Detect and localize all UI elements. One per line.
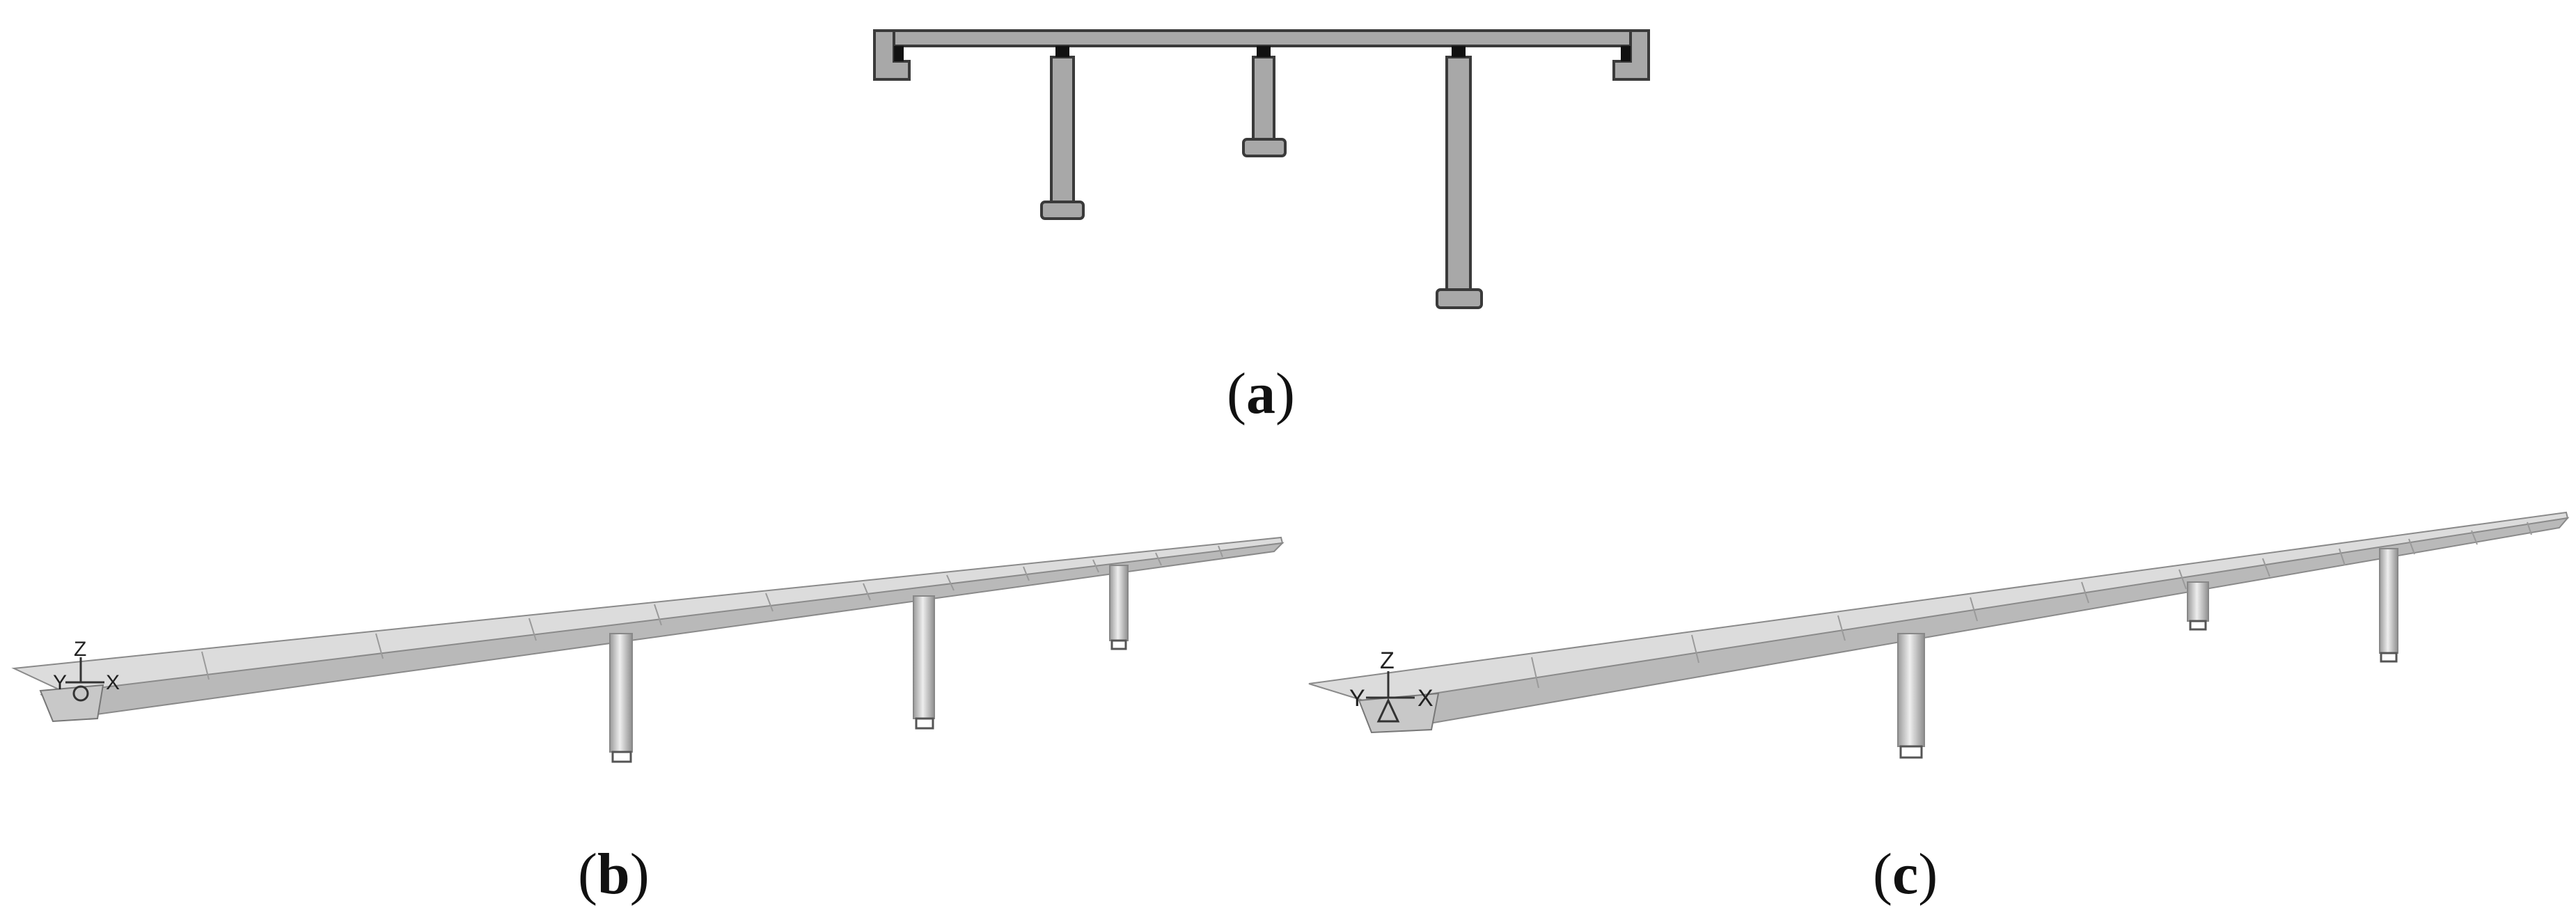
deck-top-surface bbox=[1308, 511, 2569, 709]
bearing-pier-1 bbox=[1055, 46, 1069, 57]
pier-1-column bbox=[1897, 633, 1925, 747]
caption-b: (b) bbox=[578, 842, 650, 907]
axis-z-label: Z bbox=[74, 638, 86, 661]
pier-1-column bbox=[1050, 56, 1075, 205]
pier-1-footing bbox=[1899, 745, 1923, 759]
pier-3-column bbox=[2379, 548, 2398, 654]
pier-3-footing bbox=[2380, 652, 2398, 663]
axis-z-label: Z bbox=[1380, 648, 1395, 674]
panel-c-3d-model: Z Y X bbox=[1308, 511, 2570, 759]
bearing-left bbox=[894, 46, 904, 61]
cross-section-drawing bbox=[873, 29, 1650, 309]
axis-triad-b bbox=[65, 657, 104, 702]
piers bbox=[609, 565, 1129, 763]
pier-2-column bbox=[913, 595, 935, 719]
bearing-pier-3 bbox=[1452, 46, 1466, 57]
deck-slab bbox=[893, 29, 1632, 47]
caption-c: (c) bbox=[1873, 842, 1938, 907]
deck-side-face bbox=[40, 542, 1285, 719]
axis-y-label: Y bbox=[1349, 685, 1365, 712]
axis-y-label: Y bbox=[53, 671, 67, 694]
caption-a: (a) bbox=[1227, 361, 1295, 426]
deck-segment-lines bbox=[201, 545, 1223, 680]
pier-3-column bbox=[1109, 565, 1129, 641]
bearing-right bbox=[1621, 46, 1631, 61]
axis-triad-c bbox=[1366, 671, 1415, 723]
panel-b-3d-model: Z Y X bbox=[11, 536, 1285, 763]
pier-3-column bbox=[1445, 56, 1472, 292]
pier-1-column bbox=[609, 633, 633, 753]
deck-end-block bbox=[1358, 692, 1440, 734]
bearings bbox=[894, 46, 1631, 61]
pier-2-footing bbox=[2189, 620, 2207, 631]
left-abutment bbox=[873, 29, 911, 81]
panel-a-cross-section bbox=[873, 29, 1650, 309]
pier-2-column bbox=[2187, 581, 2209, 622]
deck-top-surface bbox=[11, 536, 1284, 699]
axis-x-label: X bbox=[106, 671, 120, 694]
pier-1-footing bbox=[1040, 201, 1085, 220]
bearing-pier-2 bbox=[1257, 46, 1271, 57]
pier-2-footing bbox=[1242, 138, 1287, 157]
deck-segment-lines bbox=[1531, 521, 2532, 689]
deck-end-block bbox=[39, 684, 104, 723]
axis-x-label: X bbox=[1417, 685, 1434, 712]
pier-3-footing bbox=[1436, 288, 1483, 309]
piers bbox=[1897, 548, 2398, 759]
pier-3-footing bbox=[1110, 639, 1127, 650]
pier-2-column bbox=[1252, 56, 1275, 142]
pier-1-footing bbox=[611, 751, 632, 763]
pier-2-footing bbox=[915, 717, 934, 730]
